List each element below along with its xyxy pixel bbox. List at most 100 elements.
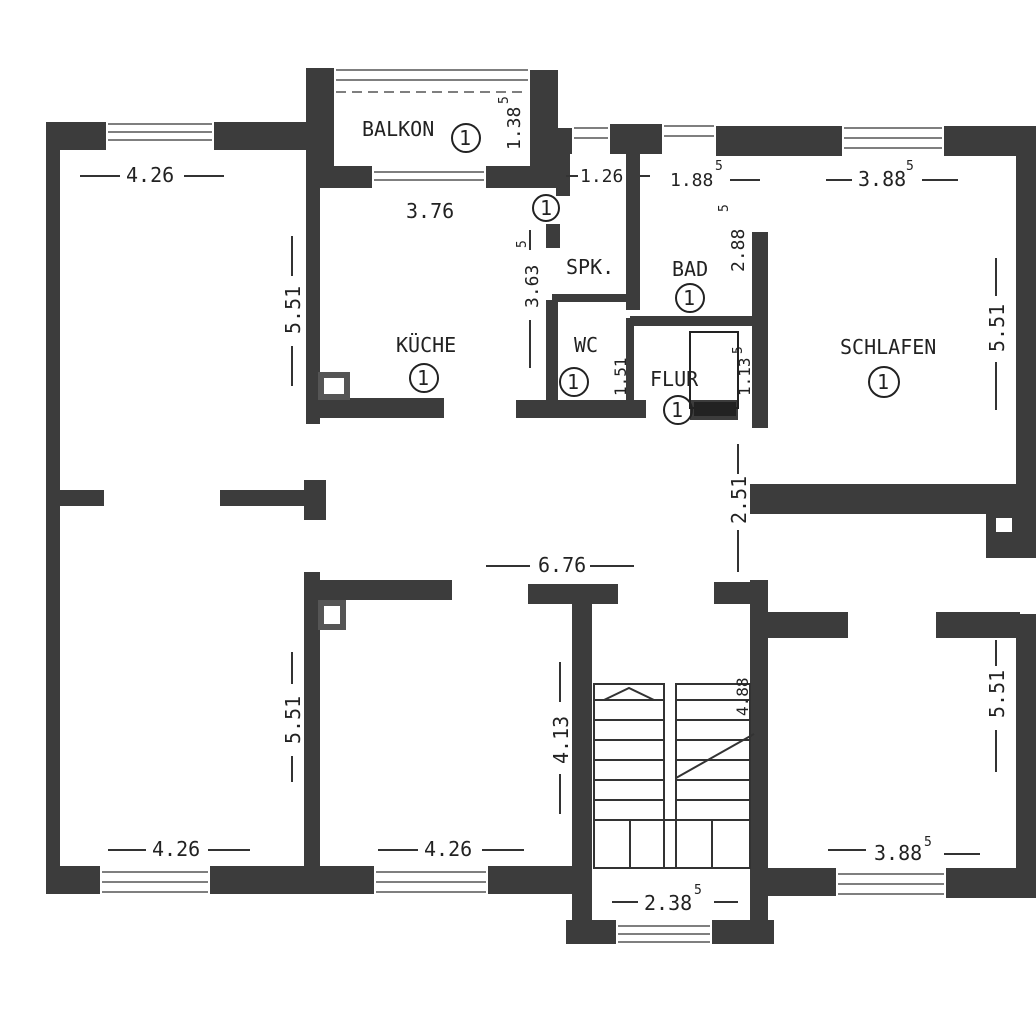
mid-wall-left-a bbox=[60, 490, 104, 506]
flur-cabinet bbox=[689, 331, 739, 416]
dim-schlafen-width: 3.88 bbox=[858, 167, 906, 191]
spk-label: SPK. bbox=[566, 255, 614, 279]
dim-balkon-depth: 1.38 bbox=[504, 107, 525, 150]
dim-stair-width-sup: 5 bbox=[694, 883, 702, 898]
bad-label: BAD bbox=[672, 257, 708, 281]
right-pillar bbox=[986, 510, 1018, 558]
dim-schlafen-height: 5.51 bbox=[985, 304, 1009, 352]
kueche-number: 1 bbox=[417, 366, 429, 390]
top-wall-d bbox=[610, 124, 662, 154]
lower-right-top-wall-a bbox=[762, 612, 848, 638]
inner-walls bbox=[60, 134, 1020, 894]
top-wall-e bbox=[716, 126, 842, 156]
dim-wc-height: 1.51 bbox=[611, 357, 630, 396]
stair-bottom-left bbox=[566, 920, 616, 944]
window-bottom-right bbox=[838, 873, 944, 895]
staircase bbox=[593, 683, 755, 869]
dim-bottom-right-height: 5.51 bbox=[985, 670, 1009, 718]
dim-bad-width: 1.88 bbox=[670, 170, 713, 191]
wc-number: 1 bbox=[567, 370, 579, 394]
stair-bottom-right bbox=[712, 920, 774, 944]
bad-bottom-wall bbox=[630, 316, 760, 326]
top-wall-a bbox=[46, 122, 106, 150]
dim-kitchen-width: 3.76 bbox=[406, 199, 454, 223]
bad-left-wall bbox=[626, 150, 640, 310]
balkon-number-circle bbox=[451, 123, 481, 153]
balkon-label: BALKON bbox=[362, 117, 434, 141]
wc-number-circle bbox=[559, 367, 589, 397]
dim-bottom-right-width: 3.88 bbox=[874, 841, 922, 865]
schlafen-number-circle bbox=[868, 366, 900, 398]
window-top-left bbox=[108, 123, 212, 141]
mid-wall-pillar bbox=[304, 480, 326, 520]
bottom-wall-a bbox=[46, 866, 100, 894]
wc-label: WC bbox=[574, 333, 598, 357]
spk-top-wall bbox=[556, 134, 570, 196]
dim-bad-width-sup: 5 bbox=[715, 159, 723, 174]
kueche-left-wall bbox=[306, 150, 320, 424]
schlafen-label: SCHLAFEN bbox=[840, 335, 936, 359]
window-balkon bbox=[336, 69, 528, 181]
dimension-lines bbox=[80, 175, 997, 903]
dim-balkon-depth-sup: 5 bbox=[497, 96, 512, 104]
dim-bottom-mid-width: 4.26 bbox=[424, 837, 472, 861]
balkon-bottom-right bbox=[486, 166, 556, 188]
top-wall-b bbox=[214, 122, 324, 150]
left-outer-wall bbox=[46, 122, 60, 894]
dim-bottom-right-width-sup: 5 bbox=[924, 835, 932, 850]
dim-bad-height-sup: 5 bbox=[717, 204, 732, 212]
bottom-wall-e bbox=[946, 868, 1036, 898]
dim-kitchen-height-sup: 5 bbox=[515, 240, 530, 248]
kueche-label: KÜCHE bbox=[396, 333, 456, 357]
flur-number: 1 bbox=[671, 398, 683, 422]
flur-label: FLUR bbox=[650, 367, 699, 391]
dim-kitchen-height: 3.63 bbox=[522, 265, 543, 308]
dim-spk-width: 1.26 bbox=[580, 166, 623, 187]
windows bbox=[102, 69, 944, 943]
spk-number: 1 bbox=[540, 196, 552, 220]
right-outer-wall-lower bbox=[1016, 614, 1036, 898]
window-bottom-left bbox=[102, 871, 208, 893]
kueche-number-circle bbox=[409, 363, 439, 393]
dim-flur-small: 1.13 bbox=[735, 357, 754, 396]
window-stair bbox=[618, 925, 710, 943]
dim-bad-height: 2.88 bbox=[728, 229, 749, 272]
spk-wall-mid bbox=[546, 224, 560, 248]
window-schlafen bbox=[844, 127, 942, 149]
dim-top-left-width: 4.26 bbox=[126, 163, 174, 187]
dim-stair-height: 4.13 bbox=[549, 716, 573, 764]
wc-left-wall bbox=[546, 300, 558, 418]
mid-wall-right bbox=[750, 484, 1020, 514]
lower-mid-top-wall bbox=[318, 580, 452, 600]
kueche-bottom-wall bbox=[306, 398, 444, 418]
dim-bottom-left-width: 4.26 bbox=[152, 837, 200, 861]
window-spk bbox=[574, 127, 608, 139]
window-bad bbox=[664, 125, 714, 137]
schlafen-number: 1 bbox=[877, 370, 889, 394]
window-bottom-mid bbox=[376, 871, 486, 893]
bottom-wall-d bbox=[766, 868, 836, 896]
bad-number: 1 bbox=[683, 286, 695, 310]
stair-right-wall bbox=[750, 580, 768, 942]
bad-number-circle bbox=[675, 283, 705, 313]
dim-top-left-height: 5.51 bbox=[281, 286, 305, 334]
dimension-labels: 4.26 3.76 1.26 1.88 5 3.88 5 6.76 4.26 4… bbox=[126, 96, 1009, 915]
top-wall-f bbox=[944, 126, 1036, 156]
dim-stair-width: 2.38 bbox=[644, 891, 692, 915]
dim-hall-length: 6.76 bbox=[538, 553, 586, 577]
bottom-wall-b bbox=[210, 866, 374, 894]
stair-top-left bbox=[528, 584, 618, 604]
balkon-number: 1 bbox=[459, 126, 471, 150]
stair-left-wall bbox=[572, 586, 592, 942]
outer-walls bbox=[46, 68, 1036, 944]
mid-wall-left-b bbox=[220, 490, 308, 506]
spk-number-circle bbox=[532, 194, 560, 222]
lower-right-top-wall-b bbox=[936, 612, 1020, 638]
dim-hall-width: 2.51 bbox=[727, 476, 751, 524]
dim-bottom-left-height: 5.51 bbox=[281, 696, 305, 744]
spk-bottom-wall bbox=[552, 294, 636, 302]
flur-number-circle bbox=[663, 395, 693, 425]
dim-stair-landing: 4.88 bbox=[733, 677, 752, 716]
wc-bottom-wall bbox=[516, 400, 646, 418]
